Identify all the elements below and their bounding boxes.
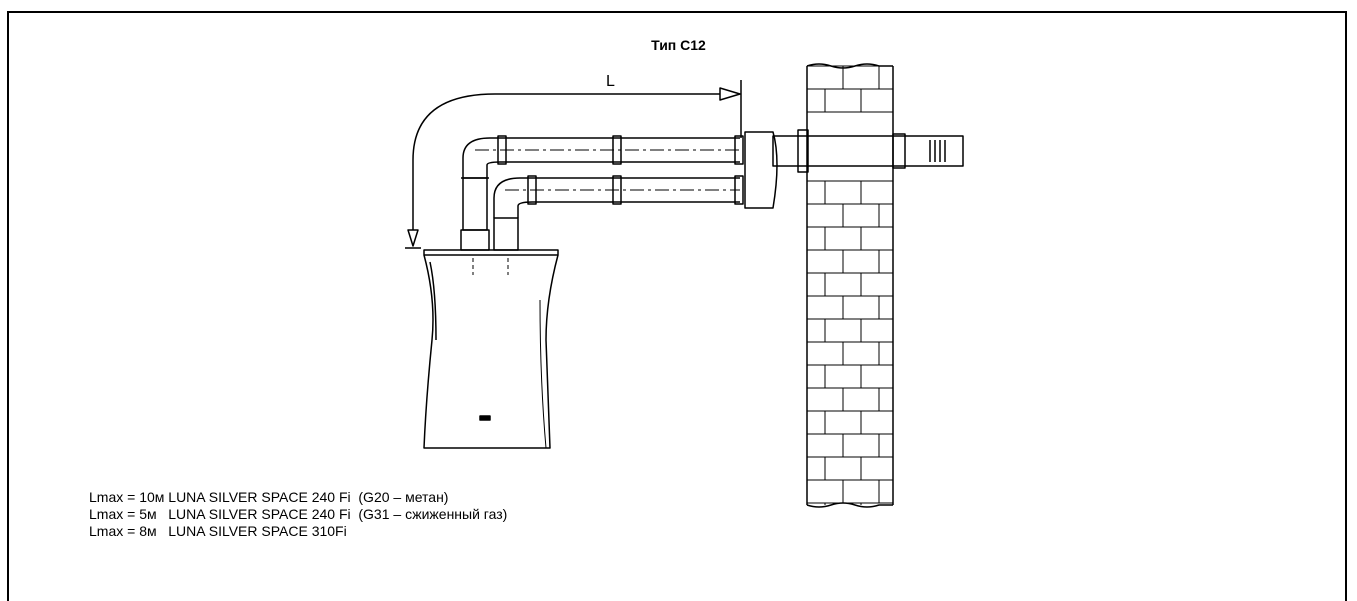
wall-terminal: [772, 129, 964, 173]
wall-break-top: [806, 63, 893, 69]
brick-wall: [806, 63, 894, 508]
exhaust-pipe: [460, 135, 744, 251]
wall-outline: [806, 66, 894, 505]
dimension-label-L: L: [606, 73, 615, 90]
coaxial-adapter: [744, 131, 778, 209]
note-line: Lmax = 8м LUNA SILVER SPACE 310Fi: [89, 523, 347, 539]
wall-break-bottom: [806, 502, 893, 508]
figure-title: Тип С12: [651, 37, 706, 53]
figure-frame: [7, 11, 1347, 601]
notes-block: Lmax = 10м LUNA SILVER SPACE 240 Fi (G20…: [89, 489, 507, 540]
note-line: Lmax = 5м LUNA SILVER SPACE 240 Fi (G31 …: [89, 506, 508, 522]
intake-pipe: [493, 175, 744, 251]
dimension-arrow: [405, 80, 742, 249]
boiler: [423, 249, 559, 449]
note-line: Lmax = 10м LUNA SILVER SPACE 240 Fi (G20…: [89, 489, 449, 505]
